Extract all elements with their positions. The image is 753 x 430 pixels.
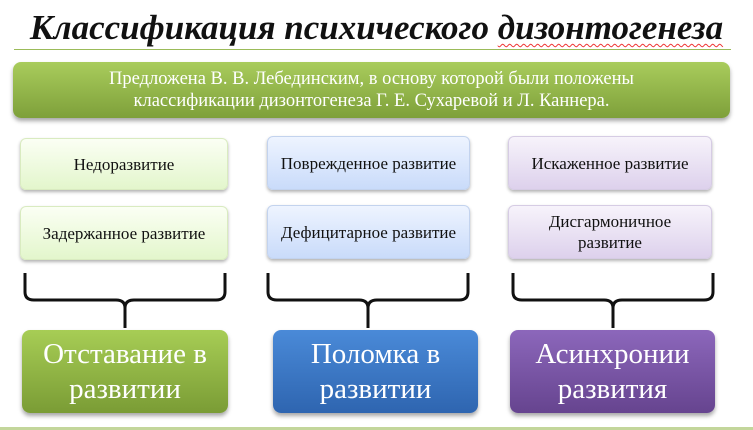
brace-icon — [511, 273, 715, 328]
group-label: Асинхронии развития — [535, 337, 690, 405]
item-label: Дисгармоничное развитие — [548, 212, 672, 252]
item-damaged-development: Поврежденное развитие — [267, 136, 470, 190]
bottom-divider — [0, 427, 753, 430]
group-label: Отставание в развитии — [43, 337, 207, 405]
brace-icon — [23, 273, 227, 328]
title-divider — [14, 49, 731, 50]
title-text-misspelled: дизонтогенеза — [497, 8, 724, 47]
brace-icon — [266, 273, 470, 328]
banner-line-2: классификации дизонтогенеза Г. Е. Сухаре… — [133, 91, 610, 111]
item-label: Недоразвитие — [73, 154, 175, 174]
item-deficit-development: Дефицитарное развитие — [267, 205, 470, 259]
item-disharmonious-development: Дисгармоничное развитие — [508, 205, 712, 259]
item-distorted-development: Искаженное развитие — [508, 136, 712, 190]
title-text: Классификация психического — [29, 8, 498, 47]
item-label: Дефицитарное развитие — [280, 222, 457, 242]
group-lag-in-development: Отставание в развитии — [22, 330, 228, 413]
item-label: Искаженное развитие — [531, 153, 689, 173]
item-underdevelopment: Недоразвитие — [20, 138, 228, 190]
group-breakdown-in-development: Поломка в развитии — [273, 330, 478, 413]
slide-title: Классификация психического дизонтогенеза — [0, 8, 753, 48]
banner-line-1: Предложена В. В. Лебединским, в основу к… — [109, 69, 634, 89]
group-label: Поломка в развитии — [310, 337, 441, 405]
item-delayed-development: Задержанное развитие — [20, 206, 228, 260]
item-label: Поврежденное развитие — [280, 153, 457, 173]
description-banner: Предложена В. В. Лебединским, в основу к… — [13, 62, 730, 118]
group-asynchrony-of-development: Асинхронии развития — [510, 330, 715, 413]
item-label: Задержанное развитие — [42, 223, 206, 243]
